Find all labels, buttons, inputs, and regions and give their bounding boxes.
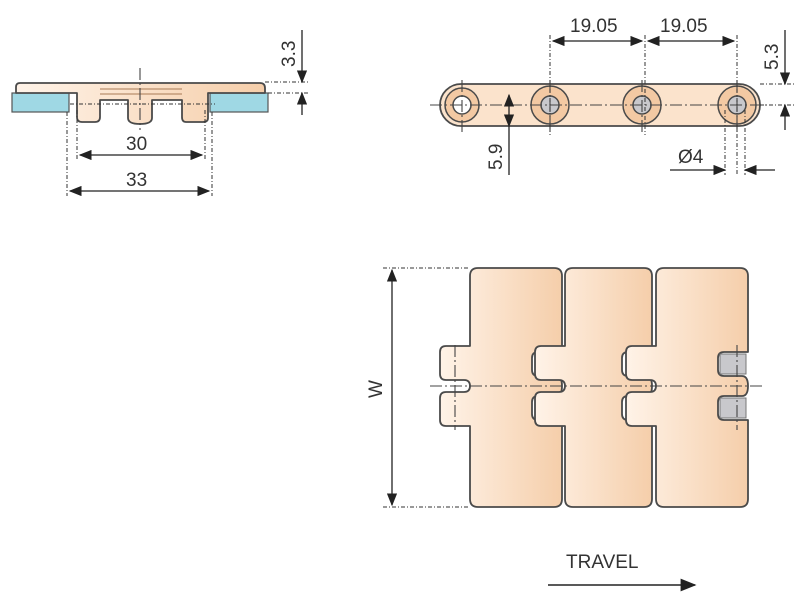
dim-top-label: 5.3 <box>762 44 783 70</box>
dim-thickness-label: 5.9 <box>486 144 507 170</box>
dim-outer-label: 33 <box>126 170 147 191</box>
top-view: W TRAVEL <box>366 267 762 592</box>
guide-rail-left <box>11 92 70 113</box>
chain-plate <box>625 267 749 508</box>
width-label: W <box>366 380 387 398</box>
dim-pin-label: Ø4 <box>678 147 704 168</box>
side-view: 19.05 19.05 5.3 5.9 Ø4 <box>430 16 795 176</box>
dim-height-label: 3.3 <box>279 41 300 67</box>
pin-icon <box>719 353 747 375</box>
travel-label: TRAVEL <box>566 552 639 573</box>
dim-inner-label: 30 <box>126 134 147 155</box>
pin-icon <box>719 397 747 419</box>
chain-plate <box>439 267 563 508</box>
front-view: 3.3 30 33 <box>11 30 310 197</box>
guide-rail-right <box>209 92 269 113</box>
pitch-2-label: 19.05 <box>660 16 708 37</box>
pitch-1-label: 19.05 <box>570 16 618 37</box>
chain-plate <box>534 267 653 508</box>
